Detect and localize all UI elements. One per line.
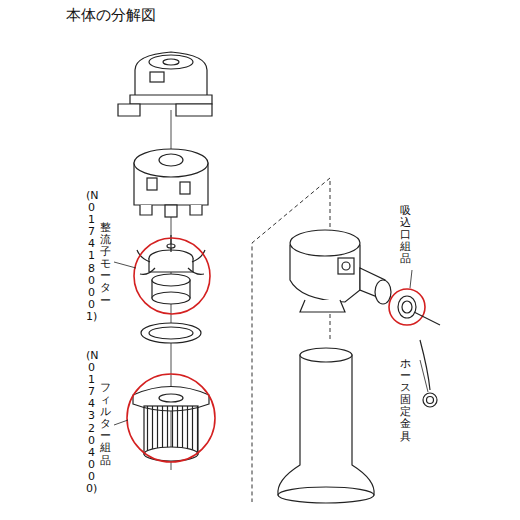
part-number: (N01743204000) <box>86 350 97 495</box>
figure-title: 本体の分解図 <box>66 6 156 25</box>
part-name: フィルター組品 <box>100 382 111 467</box>
part-name: 整流子モーター <box>100 222 111 307</box>
part-name: ホース固定金具 <box>400 358 411 443</box>
part-name: 吸込口組品 <box>400 205 411 265</box>
part-number: (N0174180001) <box>86 190 97 323</box>
